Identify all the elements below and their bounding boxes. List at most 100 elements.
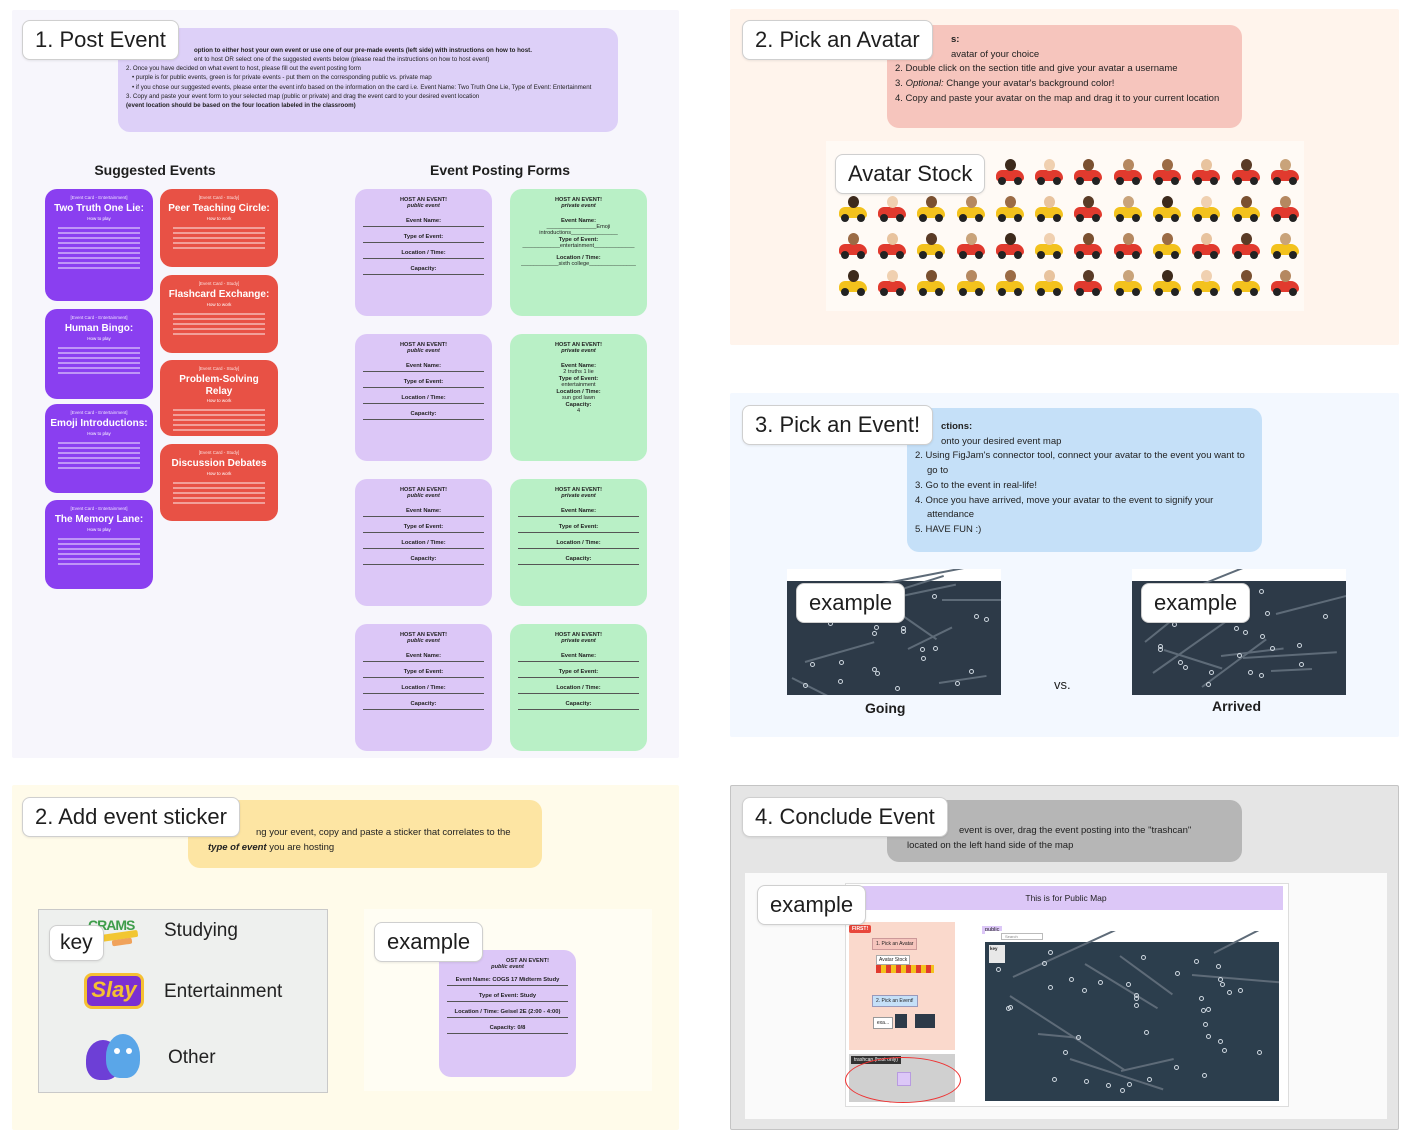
form-field-name[interactable]: Event Name:	[405, 218, 442, 224]
form-field-name[interactable]: Event Name:	[405, 653, 442, 659]
avatar-car-icon[interactable]	[1034, 268, 1064, 296]
map-location-pin-icon[interactable]	[1206, 681, 1212, 687]
map-location-pin-icon[interactable]	[1105, 1083, 1111, 1089]
form-value-capacity[interactable]: 4	[576, 408, 581, 414]
avatar-car-icon[interactable]	[1073, 157, 1103, 185]
map-location-pin-icon[interactable]	[974, 613, 980, 619]
avatar-car-icon[interactable]	[1270, 231, 1300, 259]
post-event-title[interactable]: 1. Post Event	[22, 20, 179, 60]
avatar-car-icon[interactable]	[1152, 231, 1182, 259]
map-location-pin-icon[interactable]	[1226, 989, 1232, 995]
form-field-location[interactable]: Location / Time:	[556, 685, 601, 691]
map-location-pin-icon[interactable]	[1259, 633, 1265, 639]
form-field-capacity[interactable]: Capacity:	[410, 411, 437, 417]
map-location-pin-icon[interactable]	[1062, 1050, 1068, 1056]
map-location-pin-icon[interactable]	[984, 617, 990, 623]
avatar-car-icon[interactable]	[1191, 231, 1221, 259]
form-value-location[interactable]: sun god lawn	[562, 395, 595, 401]
avatar-car-icon[interactable]	[877, 194, 907, 222]
public-event-form[interactable]: HOST AN EVENT! public event Event Name: …	[355, 479, 492, 606]
map-location-pin-icon[interactable]	[1097, 980, 1103, 986]
add-sticker-instructions[interactable]: ng your event, copy and paste a sticker …	[188, 800, 542, 868]
public-event-form[interactable]: HOST AN EVENT! public event Event Name: …	[355, 624, 492, 751]
map-location-pin-icon[interactable]	[871, 631, 877, 637]
private-event-form[interactable]: HOST AN EVENT! private event Event Name:…	[510, 624, 647, 751]
map-location-pin-icon[interactable]	[1134, 993, 1140, 999]
map-location-pin-icon[interactable]	[1183, 665, 1189, 671]
map-location-pin-icon[interactable]	[1238, 988, 1244, 994]
avatar-car-icon[interactable]	[1034, 157, 1064, 185]
map-location-pin-icon[interactable]	[809, 662, 815, 668]
map-location-pin-icon[interactable]	[1205, 1034, 1211, 1040]
form-field-type[interactable]: Type of Event:	[403, 669, 444, 675]
avatar-car-icon[interactable]	[838, 194, 868, 222]
avatar-car-icon[interactable]	[956, 268, 986, 296]
avatar-car-icon[interactable]	[995, 194, 1025, 222]
form-field-name[interactable]: Event Name:	[560, 508, 597, 514]
map-location-pin-icon[interactable]	[1041, 961, 1047, 967]
avatar-car-icon[interactable]	[956, 194, 986, 222]
form-value-location[interactable]: ____________sixth college_______________	[521, 261, 636, 267]
map-location-pin-icon[interactable]	[1047, 950, 1053, 956]
map-location-pin-icon[interactable]	[802, 682, 808, 688]
form-value-name[interactable]: ________________Emoji introductions_____…	[539, 224, 618, 236]
form-field-capacity[interactable]: Capacity:	[565, 701, 592, 707]
public-map[interactable]: Search key	[985, 931, 1279, 1101]
form-field-capacity[interactable]: Capacity:	[410, 701, 437, 707]
avatar-car-icon[interactable]	[956, 231, 986, 259]
map-location-pin-icon[interactable]	[1248, 670, 1254, 676]
map-location-pin-icon[interactable]	[1218, 977, 1224, 982]
form-field-type[interactable]: Type of Event:	[558, 524, 599, 530]
form-field-location[interactable]: Location / Time:	[401, 540, 446, 546]
map-location-pin-icon[interactable]	[1120, 1087, 1126, 1093]
avatar-car-icon[interactable]	[1231, 231, 1261, 259]
avatar-car-icon[interactable]	[1073, 268, 1103, 296]
map-location-pin-icon[interactable]	[1322, 614, 1328, 620]
avatar-car-icon[interactable]	[1152, 157, 1182, 185]
post-event-instructions[interactable]: option to either host your own event or …	[118, 28, 618, 132]
map-location-pin-icon[interactable]	[1296, 643, 1302, 649]
map-location-pin-icon[interactable]	[1216, 964, 1222, 970]
example-public-form[interactable]: OST AN EVENT! public event Event Name: C…	[439, 950, 576, 1077]
form-field-capacity[interactable]: Capacity:	[565, 556, 592, 562]
avatar-car-icon[interactable]	[1152, 268, 1182, 296]
event-card-discussion-debates[interactable]: [Event Card - Study] Discussion Debates …	[160, 444, 278, 521]
map-location-pin-icon[interactable]	[1051, 1077, 1057, 1083]
map-location-pin-icon[interactable]	[1209, 669, 1215, 675]
map-location-pin-icon[interactable]	[955, 680, 961, 686]
avatar-car-icon[interactable]	[1113, 231, 1143, 259]
avatar-car-icon[interactable]	[1191, 268, 1221, 296]
map-location-pin-icon[interactable]	[920, 656, 926, 662]
map-location-pin-icon[interactable]	[995, 967, 1001, 973]
private-event-form-filled[interactable]: HOST AN EVENT! private event Event Name:…	[510, 334, 647, 461]
avatar-car-icon[interactable]	[1191, 194, 1221, 222]
avatar-car-icon[interactable]	[1270, 157, 1300, 185]
avatar-car-icon[interactable]	[877, 231, 907, 259]
map-location-pin-icon[interactable]	[1299, 661, 1305, 667]
avatar-car-icon[interactable]	[916, 268, 946, 296]
map-location-pin-icon[interactable]	[919, 647, 925, 653]
avatar-car-icon[interactable]	[1152, 194, 1182, 222]
avatar-car-icon[interactable]	[1191, 157, 1221, 185]
map-location-pin-icon[interactable]	[1126, 1082, 1132, 1088]
map-location-pin-icon[interactable]	[1233, 625, 1239, 631]
map-location-pin-icon[interactable]	[933, 646, 939, 652]
event-card-flashcard-exchange[interactable]: [Event Card - Study] Flashcard Exchange:…	[160, 275, 278, 353]
map-location-pin-icon[interactable]	[1217, 1038, 1223, 1044]
map-location-pin-icon[interactable]	[1158, 646, 1164, 652]
map-location-pin-icon[interactable]	[871, 666, 877, 672]
event-card-emoji-introductions[interactable]: [Event Card - Entertainment] Emoji Intro…	[45, 404, 153, 493]
map-location-pin-icon[interactable]	[1194, 959, 1200, 965]
event-card-memory-lane[interactable]: [Event Card - Entertainment] The Memory …	[45, 500, 153, 589]
map-location-pin-icon[interactable]	[1264, 611, 1270, 617]
map-location-pin-icon[interactable]	[1256, 1050, 1262, 1056]
pick-event-instructions[interactable]: ctions: onto your desired event map 2. U…	[907, 408, 1262, 552]
form-field-capacity[interactable]: Capacity:	[410, 266, 437, 272]
avatar-car-icon[interactable]	[1231, 194, 1261, 222]
avatar-car-icon[interactable]	[1034, 231, 1064, 259]
avatar-car-icon[interactable]	[838, 231, 868, 259]
form-field-name[interactable]: Event Name:	[405, 508, 442, 514]
form-field-location[interactable]: Location / Time:	[401, 250, 446, 256]
map-location-pin-icon[interactable]	[875, 670, 881, 676]
form-field-name[interactable]: Event Name:	[560, 653, 597, 659]
